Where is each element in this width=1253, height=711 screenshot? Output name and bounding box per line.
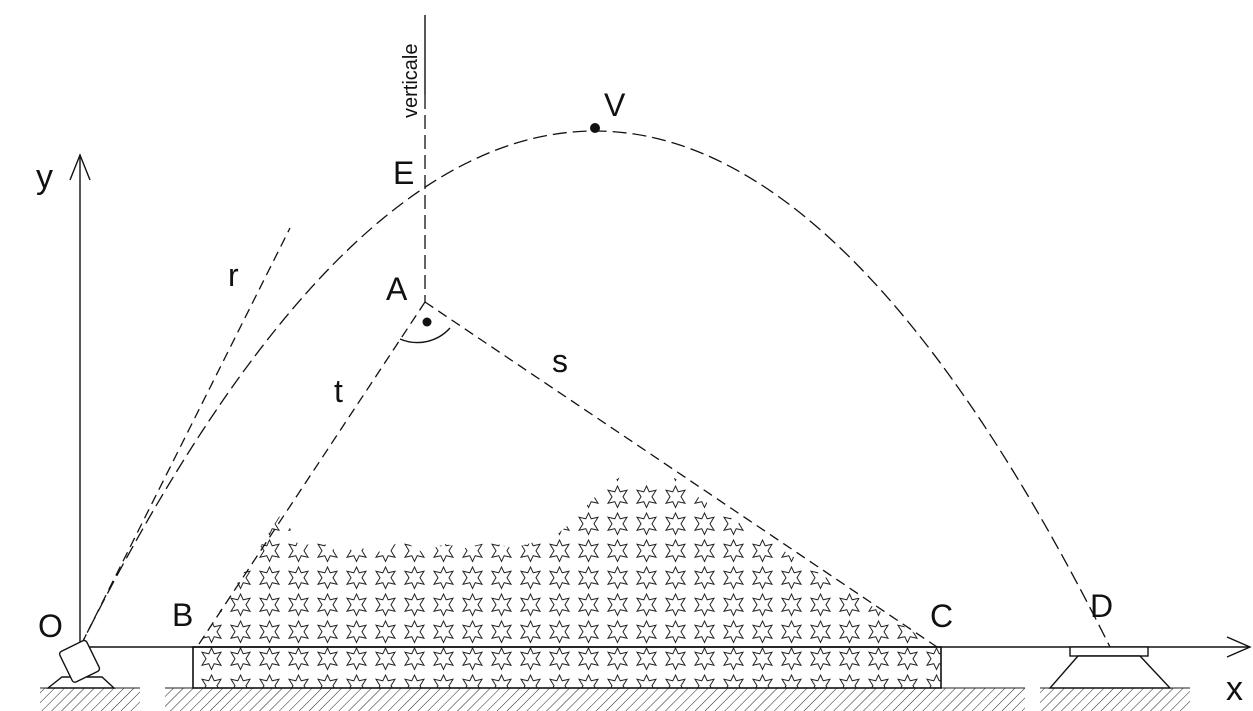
x-axis-arrow-icon	[1226, 636, 1252, 658]
vertical-line-label: verticale	[400, 44, 422, 118]
point-b-label: B	[172, 597, 193, 633]
ground	[40, 687, 1190, 711]
axis-x-label: x	[1226, 670, 1243, 708]
axes	[69, 153, 1252, 658]
y-axis-arrow-icon	[69, 153, 91, 181]
point-e-label: E	[393, 155, 414, 191]
point-c-label: C	[930, 598, 953, 634]
ground-under-platform	[165, 688, 1025, 711]
star-heap	[197, 476, 937, 647]
point-a-label: A	[386, 271, 408, 307]
line-t-label: t	[334, 373, 343, 409]
right-angle-dot	[422, 317, 432, 327]
line-s-label: s	[552, 343, 568, 379]
line-t	[196, 301, 426, 648]
ground-under-target	[1040, 688, 1190, 711]
point-d-label: D	[1090, 588, 1113, 624]
point-o-label: O	[38, 608, 63, 644]
platform-block	[192, 646, 942, 689]
vertex-point-v	[590, 123, 600, 133]
ground-under-launcher	[40, 688, 140, 711]
launcher-icon	[45, 639, 116, 689]
line-r-label: r	[228, 257, 239, 293]
tangent-line-r	[79, 227, 291, 648]
point-v-label: V	[604, 87, 626, 123]
line-s	[424, 301, 938, 648]
right-angle-arc	[399, 327, 451, 344]
axis-y-label: y	[36, 158, 53, 196]
target-landing-pad-icon	[1048, 646, 1172, 689]
